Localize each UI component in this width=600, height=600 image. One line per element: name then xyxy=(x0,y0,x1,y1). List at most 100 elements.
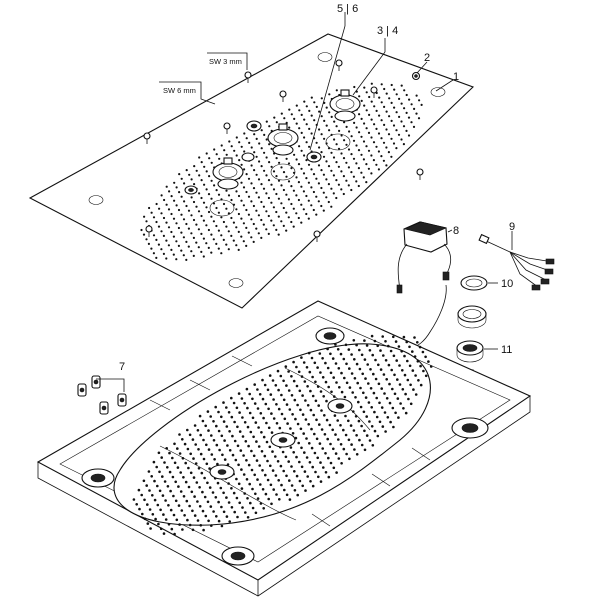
nozzle-dot xyxy=(259,483,262,486)
nozzle-dot xyxy=(238,501,241,505)
nozzle-dot xyxy=(246,497,249,500)
nozzle-dot xyxy=(390,83,393,87)
nozzle-dot xyxy=(415,112,418,115)
nozzle-dot xyxy=(365,109,368,112)
nozzle-dot xyxy=(245,137,248,140)
nozzle-dot xyxy=(258,142,261,145)
nozzle-dot xyxy=(322,395,326,398)
nozzle-dot xyxy=(298,389,302,393)
nozzle-dot xyxy=(363,104,366,107)
nozzle-dot xyxy=(168,190,171,193)
nozzle-dot xyxy=(384,359,388,362)
nozzle-dot xyxy=(240,468,243,471)
nozzle-dot xyxy=(249,430,253,434)
nozzle-dot xyxy=(275,403,278,406)
nozzle-dot xyxy=(188,504,191,508)
nozzle-dot xyxy=(409,383,412,387)
nozzle-dot xyxy=(210,197,213,200)
nozzle-dot xyxy=(315,195,318,198)
nozzle-dot xyxy=(198,505,202,508)
callout-10: 10 xyxy=(501,278,513,290)
nozzle-dot xyxy=(173,181,176,184)
nozzle-dot xyxy=(254,492,257,496)
nozzle-dot xyxy=(297,216,300,220)
nozzle-dot xyxy=(195,169,198,172)
nozzle-dot xyxy=(278,426,282,430)
nozzle-dot xyxy=(338,386,341,389)
nozzle-dot xyxy=(410,103,413,106)
nozzle-dot xyxy=(334,433,337,436)
nozzle-dot xyxy=(272,224,275,227)
nozzle-dot xyxy=(408,98,411,101)
nozzle-dot xyxy=(332,156,336,159)
nozzle-dot xyxy=(171,475,175,479)
nozzle-dot xyxy=(235,190,238,193)
nozzle-dot xyxy=(167,523,171,526)
nozzle-dot xyxy=(162,216,166,220)
nozzle-dot xyxy=(258,393,262,396)
nozzle-dot xyxy=(305,105,308,108)
nozzle-dot xyxy=(165,239,168,242)
nozzle-dot xyxy=(323,119,326,122)
nozzle-dot xyxy=(350,372,354,375)
nozzle-dot xyxy=(165,221,168,224)
nozzle-dot xyxy=(161,494,165,497)
nozzle-dot xyxy=(292,451,296,454)
nozzle-dot xyxy=(395,111,398,114)
nozzle-dot xyxy=(278,498,281,501)
nozzle-dot xyxy=(253,383,256,386)
nozzle-dot xyxy=(267,497,271,501)
nozzle-dot xyxy=(236,425,239,429)
nozzle-dot xyxy=(292,207,295,210)
nozzle-dot xyxy=(393,88,396,91)
nozzle-dot xyxy=(300,149,303,152)
nozzle-dot xyxy=(166,485,170,488)
sw6-tool-label: SW 6 mm xyxy=(163,86,196,95)
nozzle-dot xyxy=(242,454,245,457)
nozzle-dot xyxy=(330,133,333,136)
nozzle-dot xyxy=(231,453,235,457)
base-tray xyxy=(36,300,532,597)
nozzle-dot xyxy=(150,211,153,214)
nozzle-dot xyxy=(288,126,291,129)
nozzle-dot xyxy=(282,188,285,192)
nozzle-dot xyxy=(205,188,208,191)
nozzle-dot xyxy=(358,438,361,442)
nozzle-dot xyxy=(227,230,230,233)
nozzle-dot xyxy=(228,449,232,452)
nozzle-dot xyxy=(163,198,166,202)
nozzle-dot xyxy=(332,466,336,470)
nozzle-dot xyxy=(265,120,268,123)
nozzle-dot xyxy=(396,397,400,400)
nozzle-dot xyxy=(270,412,273,415)
nozzle-dot xyxy=(186,428,189,432)
nozzle-dot xyxy=(255,459,259,462)
nozzle-dot xyxy=(217,500,220,504)
nozzle-dot xyxy=(355,453,359,456)
nozzle-dot xyxy=(173,199,176,202)
installation-fittings xyxy=(77,375,127,415)
nozzle-dot xyxy=(276,369,280,373)
nozzle-dot xyxy=(205,152,208,155)
nozzle-dot xyxy=(210,453,214,456)
nozzle-dot xyxy=(335,196,338,200)
nozzle-dot xyxy=(192,218,196,222)
nozzle-dot xyxy=(220,252,223,255)
nozzle-dot xyxy=(274,474,278,477)
nozzle-dot xyxy=(342,192,345,196)
nozzle-dot xyxy=(277,233,280,236)
nozzle-dot xyxy=(325,399,328,403)
nozzle-dot xyxy=(156,503,160,507)
nozzle-dot xyxy=(363,86,366,89)
nozzle-dot xyxy=(328,423,332,427)
nozzle-dot xyxy=(291,413,294,416)
nozzle-dot xyxy=(244,511,247,514)
nozzle-dot xyxy=(162,252,165,255)
nozzle-dot xyxy=(405,340,409,344)
nozzle-dot xyxy=(263,383,267,387)
nozzle-dot xyxy=(393,106,396,109)
nozzle-dot xyxy=(414,374,417,377)
nozzle-dot xyxy=(305,366,309,369)
nozzle-dot xyxy=(243,168,246,171)
nozzle-dot xyxy=(225,243,228,246)
